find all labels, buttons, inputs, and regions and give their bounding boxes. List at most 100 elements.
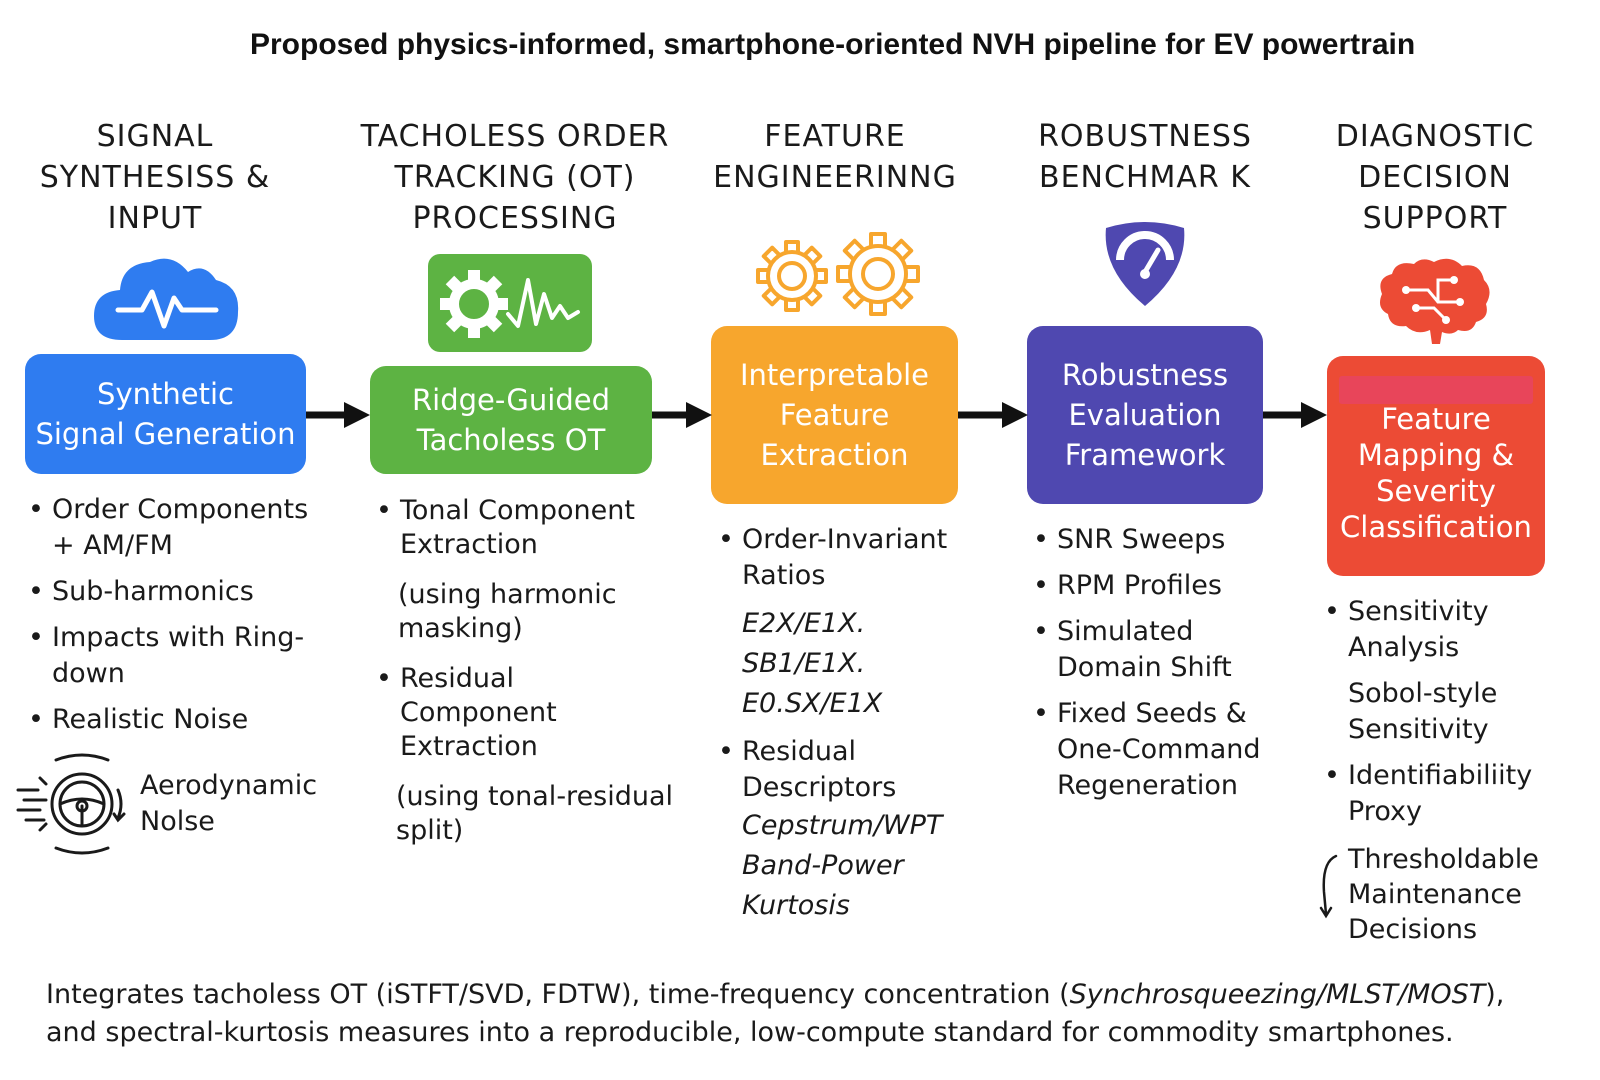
list-item-continuation: Regeneration: [1057, 770, 1238, 801]
stage-1-heading-line: INPUT: [107, 201, 203, 236]
decision-line: Thresholdable: [1348, 844, 1539, 875]
stage-5-heading-line: SUPPORT: [1362, 201, 1508, 236]
gauge-shield-icon: [1105, 222, 1185, 306]
list-item: Realistic Noise: [26, 702, 326, 738]
interpretable-feature-extraction-box: Interpretable Feature Extraction: [711, 326, 958, 504]
flow-arrow: [306, 402, 370, 428]
list-item-note: Sensitivity: [1348, 714, 1489, 745]
flow-arrow: [958, 402, 1028, 428]
stage-4-heading: ROBUSTNESS BENCHMAR K: [1025, 116, 1265, 198]
footer-line-1: Integrates tacholess OT (iSTFT/SVD, FDTW…: [46, 976, 1586, 1014]
aerodynamic-noise-label: Aerodynamic Nolse: [140, 768, 340, 840]
list-item: Identifiabiliity: [1322, 758, 1592, 794]
box-label-line: Ridge-Guided: [412, 383, 610, 417]
box-label-line: Tacholess OT: [416, 423, 606, 457]
list-item-continuation: Extraction: [400, 731, 538, 762]
stage-2-heading-line: PROCESSING: [412, 201, 618, 236]
cloud-pulse-icon: [94, 258, 239, 340]
stage-1-details: Order Components + AM/FM Sub-harmonics I…: [26, 492, 326, 738]
box-label-line: Robustness: [1061, 358, 1229, 392]
stage-3-heading: FEATURE ENGINEERINNG: [705, 116, 965, 198]
descriptor-name: Kurtosis: [742, 890, 850, 921]
list-item: Sensitivity: [1322, 594, 1592, 630]
synthetic-signal-generation-box: Synthetic Signal Generation: [25, 354, 306, 474]
diagram-title: Proposed physics-informed, smartphone-or…: [250, 28, 1416, 61]
label-line: Aerodynamic: [140, 770, 318, 801]
list-item: Simulated: [1031, 614, 1291, 650]
robustness-evaluation-framework-box: Robustness Evaluation Framework: [1027, 326, 1263, 504]
ratio-formula: E2X/E1X.: [742, 608, 866, 639]
stage-1-heading: SIGNAL SYNTHESISS & INPUT: [20, 116, 290, 239]
list-item: Sub-harmonics: [26, 574, 326, 610]
descriptor-name: Cepstrum/WPT: [742, 810, 943, 841]
list-item-note: (using tonal-residual: [396, 781, 674, 812]
stage-4-heading-line: BENCHMAR K: [1039, 160, 1251, 195]
stage-5-heading-line: DECISION: [1358, 160, 1512, 195]
box-label-line: Extraction: [760, 438, 909, 472]
label-line: Nolse: [140, 806, 215, 837]
footer-line-2: and spectral-kurtosis measures into a re…: [46, 1017, 1454, 1048]
list-item: SNR Sweeps: [1031, 522, 1291, 558]
list-item-continuation: Ratios: [742, 560, 826, 591]
stage-1-heading-line: SIGNAL: [96, 119, 214, 154]
box-label-line: Synthetic: [97, 377, 234, 411]
box-label-line: Classification: [1340, 510, 1532, 544]
list-item-continuation: Descriptors: [742, 772, 897, 803]
box-label-line: Feature: [1381, 402, 1491, 436]
ratio-formula: E0.SX/E1X: [742, 688, 883, 719]
list-item-note: (using harmonic: [398, 579, 617, 610]
stage-2-heading: TACHOLESS ORDER TRACKING (OT) PROCESSING: [355, 116, 675, 239]
list-item: Residual: [374, 662, 684, 696]
stage-2-heading-line: TACHOLESS ORDER: [360, 119, 670, 154]
stage-2-details: Tonal Component Extraction (using harmon…: [374, 494, 684, 848]
list-item: Impacts with Ring-: [26, 620, 326, 656]
box-label-line: Mapping &: [1357, 438, 1515, 472]
decision-line: Maintenance: [1348, 879, 1522, 910]
footer-text: ),: [1485, 979, 1505, 1010]
flow-arrow: [1263, 402, 1327, 428]
brain-circuit-icon: [1380, 258, 1490, 344]
box-label-line: Interpretable: [739, 358, 930, 392]
list-item-continuation: Extraction: [400, 529, 538, 560]
list-item-note: masking): [398, 613, 523, 644]
box-label-line: Framework: [1064, 438, 1226, 472]
list-item-continuation: + AM/FM: [52, 530, 173, 561]
footer-summary: Integrates tacholess OT (iSTFT/SVD, FDTW…: [46, 976, 1586, 1052]
stage-5-details: Sensitivity Analysis Sobol-style Sensiti…: [1322, 594, 1592, 947]
steering-wheel-airflow-icon: [16, 753, 126, 855]
list-item-note: split): [396, 815, 464, 846]
stage-5-heading-line: DIAGNOSTIC: [1335, 119, 1535, 154]
box-label-line: Feature: [779, 398, 890, 432]
ratio-formula: SB1/E1X.: [742, 648, 866, 679]
box-label-line: Evaluation: [1068, 398, 1222, 432]
stage-5-heading: DIAGNOSTIC DECISION SUPPORT: [1330, 116, 1540, 239]
decision-line: Decisions: [1348, 914, 1478, 945]
stage-3-details: Order-Invariant Ratios E2X/E1X. SB1/E1X.…: [716, 522, 976, 926]
curved-down-arrow-icon: [1319, 854, 1338, 919]
box-highlight-strip: [1339, 376, 1533, 404]
list-item-continuation: One-Command: [1057, 734, 1261, 765]
list-item: Fixed Seeds &: [1031, 696, 1291, 732]
list-item: Residual: [716, 734, 976, 770]
list-item-note: Sobol-style: [1348, 678, 1498, 709]
stage-1-heading-line: SYNTHESISS &: [39, 160, 271, 195]
footer-text: Integrates tacholess OT (iSTFT/SVD, FDTW…: [46, 979, 1070, 1010]
ridge-guided-tacholess-ot-box: Ridge-Guided Tacholess OT: [370, 366, 652, 474]
list-item: Tonal Component: [374, 494, 684, 528]
twin-gears-icon: [756, 232, 920, 316]
list-item: Order Components: [26, 492, 326, 528]
list-item: RPM Profiles: [1031, 568, 1291, 604]
list-item-continuation: down: [52, 658, 125, 689]
list-item: Order-Invariant: [716, 522, 976, 558]
stage-4-details: SNR Sweeps RPM Profiles Simulated Domain…: [1031, 522, 1291, 804]
gear-waveform-icon: [428, 254, 592, 352]
feature-mapping-severity-box: Feature Mapping & Severity Classificatio…: [1327, 356, 1545, 576]
stage-3-heading-line: ENGINEERINNG: [713, 160, 957, 195]
stage-3-heading-line: FEATURE: [764, 119, 906, 154]
list-item-continuation: Domain Shift: [1057, 652, 1232, 683]
footer-emphasis: Synchrosqueezing/MLST/MOST: [1069, 979, 1486, 1010]
stage-4-heading-line: ROBUSTNESS: [1038, 119, 1252, 154]
box-label-line: Severity: [1376, 474, 1496, 508]
list-item-continuation: Component: [400, 697, 557, 728]
descriptor-name: Band-Power: [742, 850, 904, 881]
